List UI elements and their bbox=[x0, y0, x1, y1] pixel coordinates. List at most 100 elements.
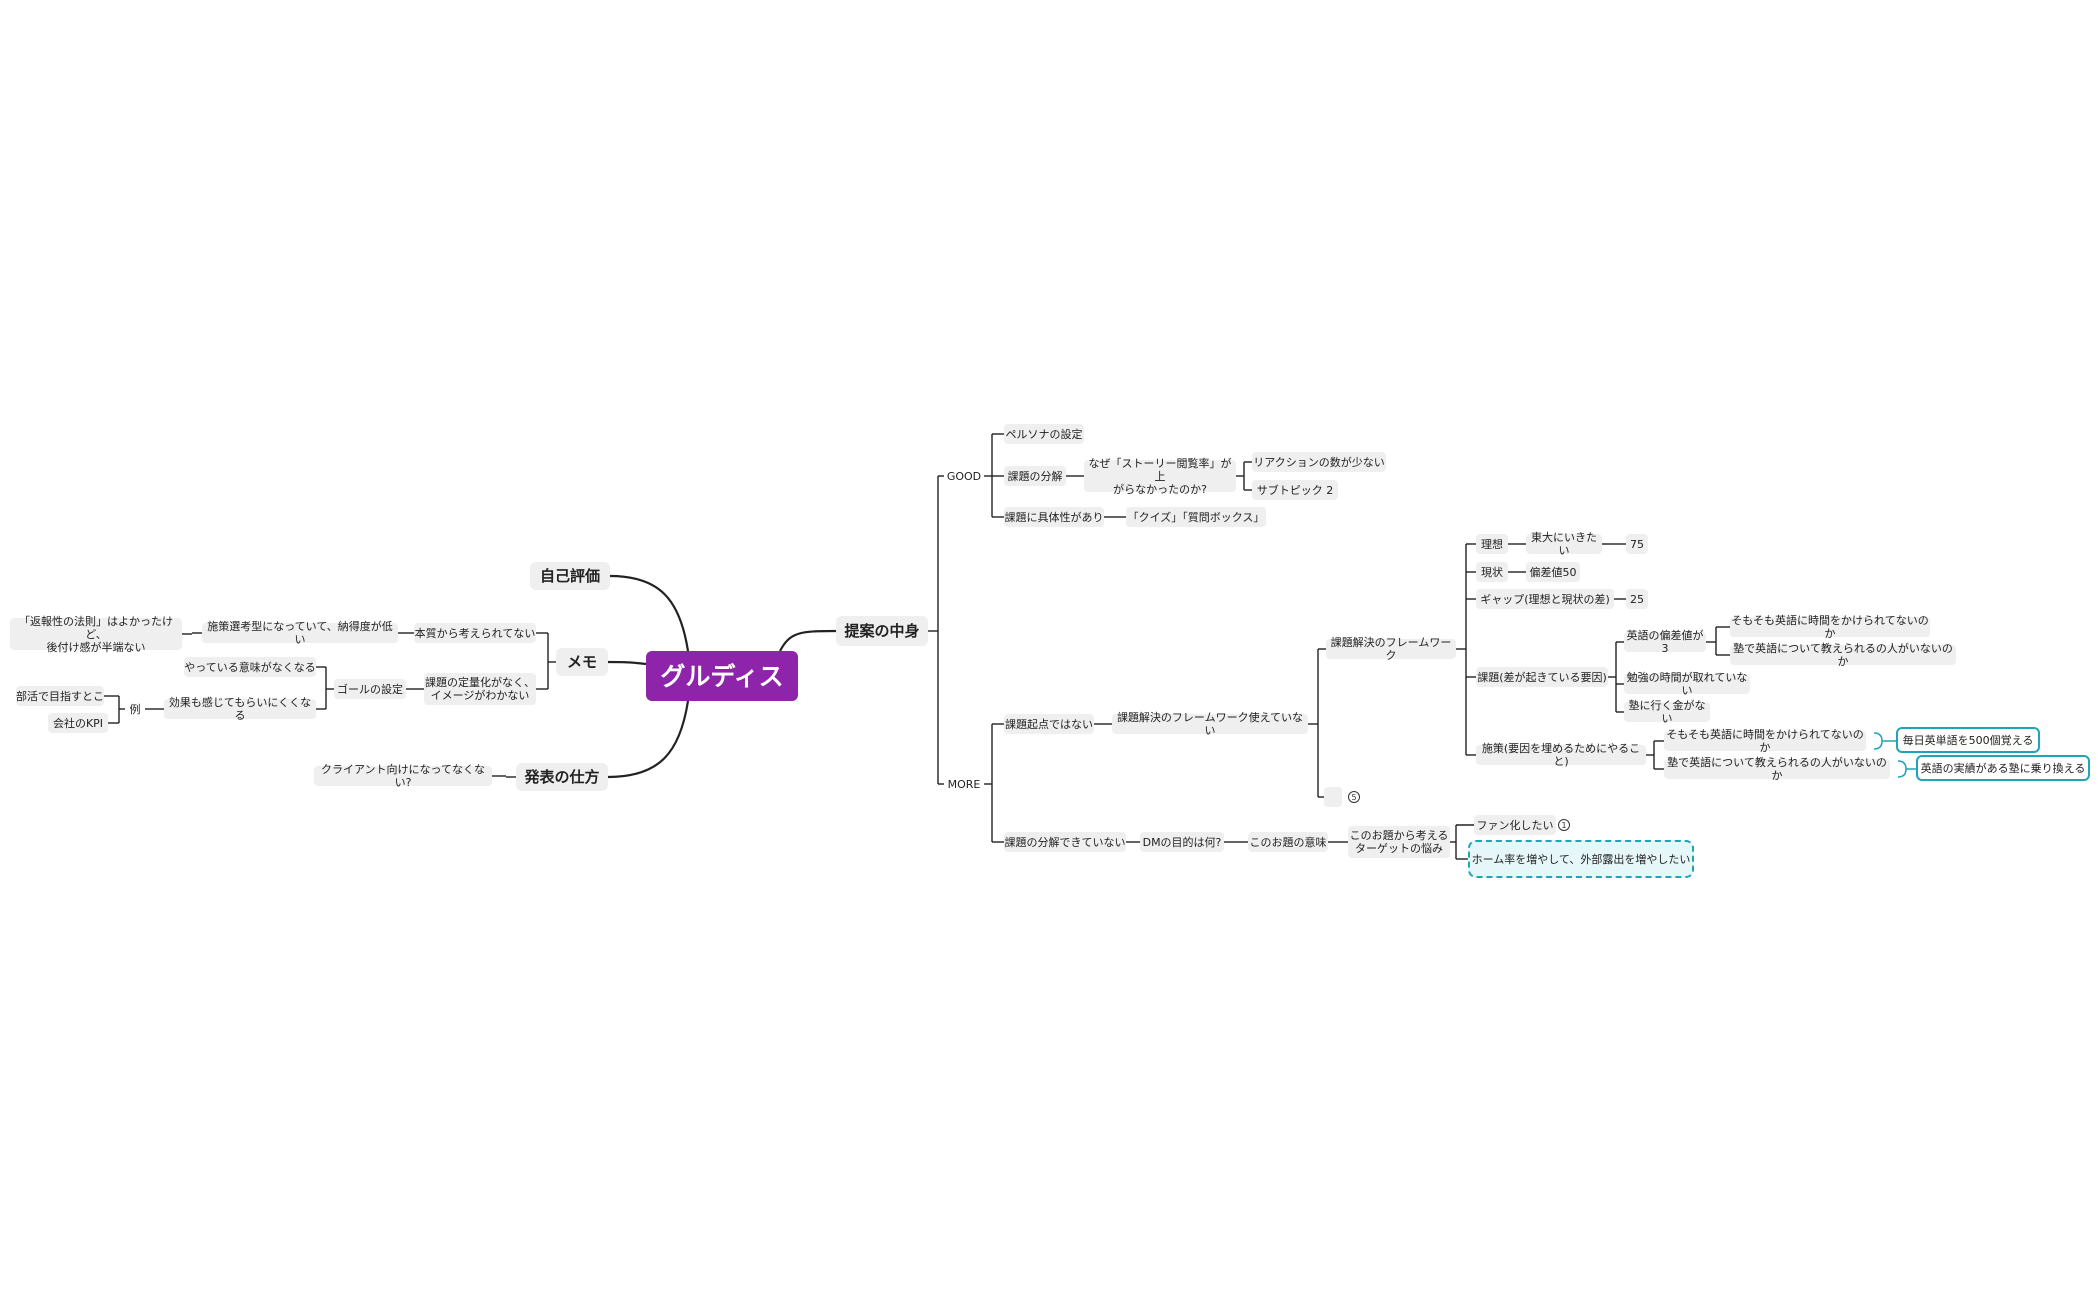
fw-ideal-label: 理想 bbox=[1481, 537, 1503, 551]
cause-eng2[interactable]: 塾で英語について教えられるの人がいないのか bbox=[1730, 642, 1956, 668]
fw-current[interactable]: 現状 bbox=[1476, 562, 1508, 582]
measure-m1-sol[interactable]: 毎日英単語を500個覚える bbox=[1896, 727, 2040, 753]
worry-fan-label: ファン化したい bbox=[1476, 818, 1554, 832]
fw-current-child-label: 偏差値50 bbox=[1529, 565, 1577, 579]
connector bbox=[779, 629, 837, 652]
badge-collapsed-5[interactable]: 5 bbox=[1348, 791, 1360, 803]
measure-m2-sol[interactable]: 英語の実績がある塾に乗り換える bbox=[1916, 755, 2090, 781]
fw-current-label: 現状 bbox=[1481, 565, 1503, 579]
fw-ideal-child[interactable]: 東大にいきたい bbox=[1526, 531, 1602, 557]
badge-fan-1[interactable]: 1 bbox=[1558, 819, 1570, 831]
fw-ideal-value[interactable]: 75 bbox=[1626, 534, 1648, 554]
connector bbox=[607, 660, 647, 666]
more-worry[interactable]: このお題から考える ターゲットの悩み bbox=[1348, 826, 1450, 858]
measure-m2[interactable]: 塾で英語について教えられるの人がいないのか bbox=[1664, 756, 1890, 782]
more-meaning[interactable]: このお題の意味 bbox=[1248, 832, 1328, 852]
memo-club[interactable]: 部活で目指すとこ bbox=[16, 686, 104, 706]
more-meaning-label: このお題の意味 bbox=[1249, 835, 1327, 849]
fw-gap-label: ギャップ(理想と現状の差) bbox=[1480, 592, 1610, 606]
memo-meaningless-label: やっている意味がなくなる bbox=[184, 660, 316, 674]
good-label[interactable]: GOOD bbox=[944, 466, 984, 486]
more-not-origin[interactable]: 課題起点ではない bbox=[1004, 714, 1094, 734]
good-subtopic-label: サブトピック 2 bbox=[1256, 483, 1334, 497]
worry-home[interactable]: ホーム率を増やして、外部露出を増やしたい bbox=[1468, 840, 1694, 878]
fw-gap-value[interactable]: 25 bbox=[1626, 589, 1648, 609]
measure-m2-label: 塾で英語について教えられるの人がいないのか bbox=[1667, 756, 1887, 782]
fw-gap[interactable]: ギャップ(理想と現状の差) bbox=[1476, 589, 1614, 609]
more-not-decomposed[interactable]: 課題の分解できていない bbox=[1004, 832, 1126, 852]
memo-reciprocity[interactable]: 「返報性の法則」はよかったけど、 後付け感が半端ない bbox=[10, 615, 182, 654]
good-decomp[interactable]: 課題の分解 bbox=[1004, 466, 1066, 486]
more-collapsed[interactable] bbox=[1324, 787, 1342, 807]
fw-current-child[interactable]: 偏差値50 bbox=[1526, 562, 1580, 582]
central-topic-label: グルディス bbox=[660, 661, 784, 691]
presentation-client-label: クライアント向けになってなくない? bbox=[320, 763, 485, 789]
memo-root-cause[interactable]: 本質から考えられてない bbox=[414, 623, 536, 643]
cause-english[interactable]: 英語の偏差値が3 bbox=[1624, 629, 1706, 655]
topic-memo[interactable]: メモ bbox=[556, 648, 608, 676]
more-fw-label: 課題解決のフレームワーク bbox=[1330, 636, 1452, 662]
topic-self-eval[interactable]: 自己評価 bbox=[530, 562, 610, 590]
topic-presentation[interactable]: 発表の仕方 bbox=[516, 763, 608, 791]
topic-memo-label: メモ bbox=[566, 652, 597, 671]
presentation-client[interactable]: クライアント向けになってなくない? bbox=[314, 763, 492, 789]
good-reaction[interactable]: リアクションの数が少ない bbox=[1252, 452, 1386, 472]
good-subtopic[interactable]: サブトピック 2 bbox=[1252, 480, 1338, 500]
cause-eng1[interactable]: そもそも英語に時間をかけられてないのか bbox=[1730, 614, 1930, 640]
good-persona[interactable]: ペルソナの設定 bbox=[1004, 424, 1084, 444]
good-reaction-label: リアクションの数が少ない bbox=[1253, 455, 1385, 469]
memo-example-label: 例 bbox=[129, 702, 141, 716]
memo-effect[interactable]: 効果も感じてもらいにくくなる bbox=[164, 696, 316, 722]
good-persona-label: ペルソナの設定 bbox=[1005, 427, 1083, 441]
memo-goal[interactable]: ゴールの設定 bbox=[334, 679, 406, 699]
cause-money[interactable]: 塾に行く金がない bbox=[1624, 699, 1710, 725]
cause-study-label: 勉強の時間が取れていない bbox=[1626, 671, 1748, 697]
memo-kpi[interactable]: 会社のKPI bbox=[48, 713, 108, 733]
fw-cause[interactable]: 課題(差が起きている要因) bbox=[1476, 667, 1608, 687]
memo-goal-label: ゴールの設定 bbox=[337, 682, 403, 696]
cause-study[interactable]: 勉強の時間が取れていない bbox=[1624, 671, 1750, 697]
topic-proposal[interactable]: 提案の中身 bbox=[836, 616, 928, 646]
memo-meaningless[interactable]: やっている意味がなくなる bbox=[184, 657, 316, 677]
memo-effect-label: 効果も感じてもらいにくくなる bbox=[168, 696, 312, 722]
more-fw-not-used-label: 課題解決のフレームワーク使えていない bbox=[1116, 711, 1304, 737]
more-dm-label: DMの目的は何? bbox=[1142, 835, 1222, 849]
more-label[interactable]: MORE bbox=[944, 774, 984, 794]
memo-example[interactable]: 例 bbox=[125, 699, 145, 719]
fw-gap-value-label: 25 bbox=[1630, 592, 1644, 606]
good-why-label: なぜ「ストーリー閲覧率」が上 がらなかったのか? bbox=[1088, 456, 1232, 496]
memo-quantify-label: 課題の定量化がなく、 イメージがわかない bbox=[425, 676, 535, 702]
connector bbox=[607, 700, 690, 779]
connector bbox=[609, 574, 690, 652]
fw-ideal[interactable]: 理想 bbox=[1476, 534, 1508, 554]
measure-m1-label: そもそも英語に時間をかけられてないのか bbox=[1666, 728, 1864, 754]
good-concrete-label: 課題に具体性があり bbox=[1004, 510, 1104, 524]
fw-measure[interactable]: 施策(要因を埋めるためにやること) bbox=[1476, 742, 1646, 768]
more-fw-not-used[interactable]: 課題解決のフレームワーク使えていない bbox=[1112, 711, 1308, 737]
worry-home-label: ホーム率を増やして、外部露出を増やしたい bbox=[1471, 852, 1691, 866]
more-dm[interactable]: DMの目的は何? bbox=[1140, 832, 1224, 852]
good-quiz-label: 「クイズ」「質問ボックス」 bbox=[1127, 510, 1265, 524]
central-topic[interactable]: グルディス bbox=[646, 651, 798, 701]
memo-policy-label: 施策選考型になっていて、納得度が低い bbox=[207, 620, 393, 646]
fw-cause-label: 課題(差が起きている要因) bbox=[1477, 670, 1607, 684]
fw-ideal-value-label: 75 bbox=[1630, 537, 1644, 551]
worry-fan[interactable]: ファン化したい bbox=[1474, 815, 1556, 835]
memo-reciprocity-label: 「返報性の法則」はよかったけど、 後付け感が半端ない bbox=[19, 614, 173, 654]
good-decomp-label: 課題の分解 bbox=[1007, 469, 1063, 483]
more-not-decomposed-label: 課題の分解できていない bbox=[1004, 835, 1126, 849]
topic-self-eval-label: 自己評価 bbox=[539, 566, 600, 585]
good-concrete[interactable]: 課題に具体性があり bbox=[1004, 507, 1104, 527]
summary-brace bbox=[1873, 732, 1896, 750]
more-fw[interactable]: 課題解決のフレームワーク bbox=[1326, 636, 1456, 662]
memo-policy[interactable]: 施策選考型になっていて、納得度が低い bbox=[202, 620, 398, 646]
more-label-label: MORE bbox=[947, 777, 981, 791]
memo-kpi-label: 会社のKPI bbox=[52, 716, 104, 730]
measure-m1[interactable]: そもそも英語に時間をかけられてないのか bbox=[1664, 728, 1866, 754]
good-quiz[interactable]: 「クイズ」「質問ボックス」 bbox=[1126, 507, 1266, 527]
good-why[interactable]: なぜ「ストーリー閲覧率」が上 がらなかったのか? bbox=[1084, 457, 1236, 496]
fw-measure-label: 施策(要因を埋めるためにやること) bbox=[1481, 742, 1641, 768]
memo-quantify[interactable]: 課題の定量化がなく、 イメージがわかない bbox=[424, 673, 536, 705]
cause-eng1-label: そもそも英語に時間をかけられてないのか bbox=[1731, 614, 1929, 640]
